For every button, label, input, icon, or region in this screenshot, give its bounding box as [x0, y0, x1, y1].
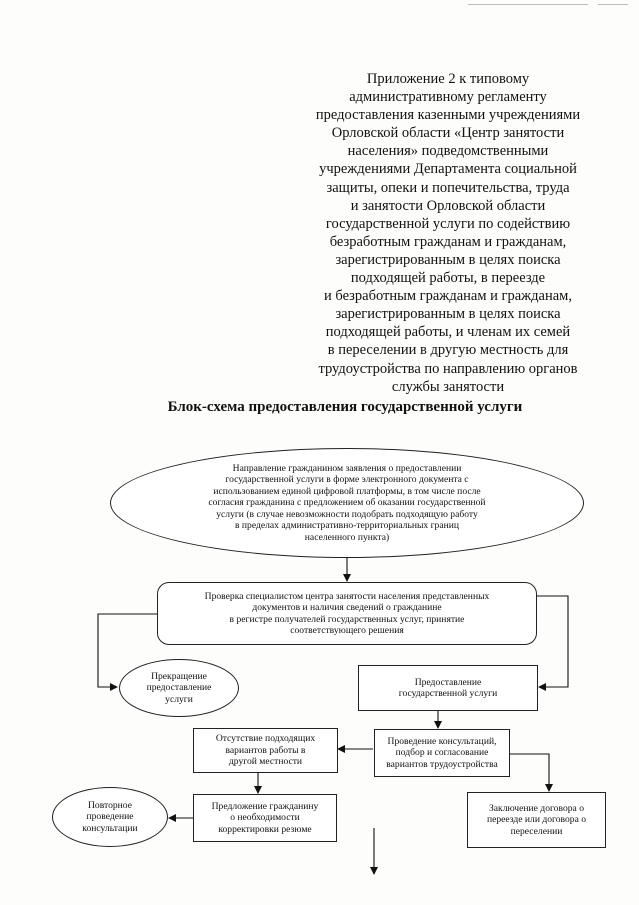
appendix-line: учреждениями Департамента социальной: [319, 161, 577, 178]
appendix-line: административному регламенту: [349, 89, 547, 106]
node-text-line: переезде или договора о: [486, 814, 587, 826]
node-text-line: Проверка специалистом центра занятости н…: [204, 590, 490, 602]
node-text-line: Направление гражданином заявления о пред…: [232, 463, 462, 475]
appendix-line: защиты, опеки и попечительства, труда: [326, 179, 570, 196]
node-text-line: согласия гражданина с предложением об ок…: [208, 497, 486, 509]
appendix-line: службы занятости: [391, 378, 505, 395]
node-text-line: использованием единой цифровой платформы…: [213, 485, 481, 497]
appendix-line: Приложение 2 к типовому: [366, 71, 530, 87]
arrow-verification-to-provision: [537, 595, 569, 691]
appendix-line: подходящей работы, в переезде: [350, 270, 546, 287]
node-text-line: вариантов трудоустройства: [386, 758, 498, 770]
node-text-line: Предоставление: [414, 676, 482, 688]
appendix-header: Приложение 2 к типовому административному…: [298, 70, 598, 396]
node-text-line: государственной услуги: [398, 688, 498, 699]
node-text-line: Заключение договора о: [488, 802, 584, 814]
appendix-line: и занятости Орловской области: [350, 197, 546, 214]
flowchart-title: Блок-схема предоставления государственно…: [167, 399, 523, 415]
node-consultations: Проведение консультаций,подбор и согласо…: [374, 729, 510, 777]
appendix-line: предоставления казенными учреждениями: [315, 107, 581, 124]
node-text-line: Прекращение: [151, 670, 207, 682]
node-text-line: услуги: [165, 693, 193, 705]
node-text-line: переселении: [510, 825, 563, 837]
node-text-line: государственной услуги в форме электронн…: [225, 474, 469, 486]
appendix-line: в переселении в другую местность для: [327, 342, 569, 359]
node-text-line: услуги (в случае невозможности подобрать…: [216, 508, 478, 520]
appendix-line: и безработным гражданам и гражданам,: [324, 288, 572, 305]
appendix-line: безработным гражданам и гражданам,: [329, 233, 567, 250]
appendix-line: населения» подведомственными: [347, 143, 549, 160]
node-text-line: Предложение гражданину: [211, 800, 319, 812]
node-text-line: предоставление: [146, 682, 212, 694]
node-application: Направление гражданином заявления о пред…: [110, 448, 584, 558]
node-text-line: подбор и согласование: [395, 747, 489, 759]
node-text-line: Проведение консультаций,: [387, 735, 497, 747]
appendix-line: подходящей работы, и членам их семей: [325, 324, 571, 341]
node-text-line: Отсутствие подходящих: [215, 733, 316, 745]
node-text-line: о необходимости: [230, 812, 300, 824]
scan-edge-line: [468, 4, 588, 5]
node-text-line: в пределах административно-территориальн…: [235, 520, 459, 532]
appendix-line: государственной услуги по содействию: [325, 215, 571, 232]
node-verification: Проверка специалистом центра занятости н…: [157, 582, 537, 645]
node-text-line: другой местности: [228, 756, 303, 768]
node-text-line: вариантов работы в: [225, 744, 306, 756]
node-text-line: консультации: [82, 822, 138, 834]
arrow-verification-to-termination: [97, 613, 157, 691]
appendix-line: зарегистрированным в целях поиска: [335, 251, 561, 268]
node-text-line: проведение: [86, 811, 134, 823]
scan-edge-line: [598, 4, 628, 5]
appendix-line: Орловской области «Центр занятости: [331, 125, 565, 142]
node-text-line: Повторное: [88, 799, 132, 811]
appendix-line: трудоустройства по направлению органов: [318, 360, 578, 377]
arrow-consultations-to-contract: [509, 753, 553, 792]
node-text-line: соответствующего решения: [290, 624, 404, 636]
appendix-line: зарегистрированным в целях поиска: [335, 306, 561, 323]
node-text-line: населенного пункта): [304, 531, 390, 543]
node-text-line: документов и наличия сведений о граждани…: [252, 602, 442, 614]
node-text-line: корректировки резюме: [218, 823, 312, 835]
node-text-line: в регистре получателей государственных у…: [229, 613, 465, 625]
